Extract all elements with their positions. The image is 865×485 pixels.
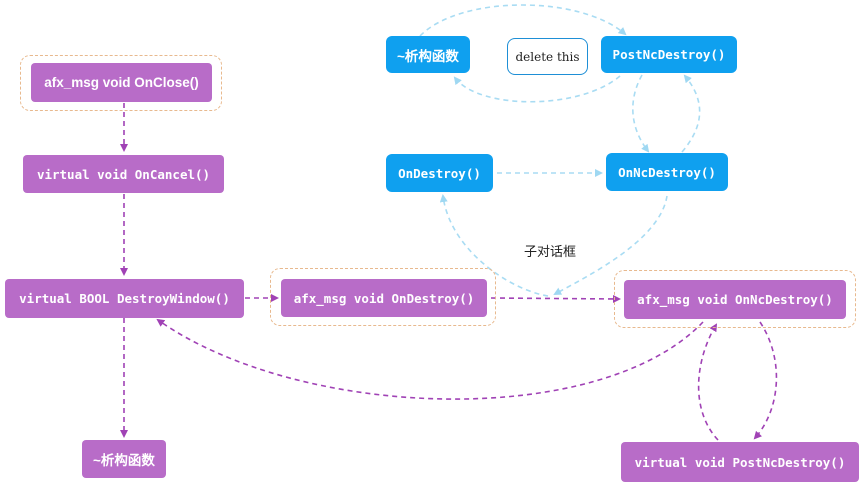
arrow-postncdestroy-to-onncdestroy [697, 323, 719, 441]
arrow-postncdestroy-to-destructor [453, 75, 621, 103]
arrow-ondestroy-to-onncdestroy [490, 294, 621, 303]
onncdestroy-handler-node[interactable]: afx_msg void OnNcDestroy() [624, 280, 846, 319]
destroywindow-node[interactable]: virtual BOOL DestroyWindow() [5, 279, 244, 318]
ondestroy-handler-node[interactable]: afx_msg void OnDestroy() [281, 279, 487, 317]
onncdestroy-frame [614, 270, 856, 328]
delete-this-node: delete this [507, 38, 588, 75]
ondestroy-frame [270, 268, 496, 326]
arrow-onncdestroy-to-postncdestroy [753, 321, 778, 440]
arrow-onncdestroy-to-postncdestroy-child [681, 74, 701, 153]
onclose-frame [20, 55, 222, 111]
arrow-postncdestroy-to-onncdestroy-child [632, 74, 650, 153]
child-dialog-label: 子对话框 [524, 244, 577, 259]
child-ondestroy-node[interactable]: OnDestroy() [386, 154, 493, 192]
arrow-onncdestroy-back-to-destroywindow [156, 318, 704, 400]
postncdestroy-node[interactable]: virtual void PostNcDestroy() [621, 442, 859, 482]
arrow-destructor-to-postncdestroy [419, 4, 627, 37]
arrow-onncdestroy-child-to-merge [553, 195, 668, 295]
child-destructor-node[interactable]: ~析构函数 [386, 36, 470, 73]
arrow-child-to-ondestroy [439, 194, 549, 297]
child-postncdestroy-node[interactable]: PostNcDestroy() [601, 36, 737, 73]
oncancel-node[interactable]: virtual void OnCancel() [23, 155, 224, 193]
child-onncdestroy-node[interactable]: OnNcDestroy() [606, 153, 728, 191]
destructor-node[interactable]: ~析构函数 [82, 440, 166, 478]
onclose-node[interactable]: afx_msg void OnClose() [31, 63, 212, 102]
